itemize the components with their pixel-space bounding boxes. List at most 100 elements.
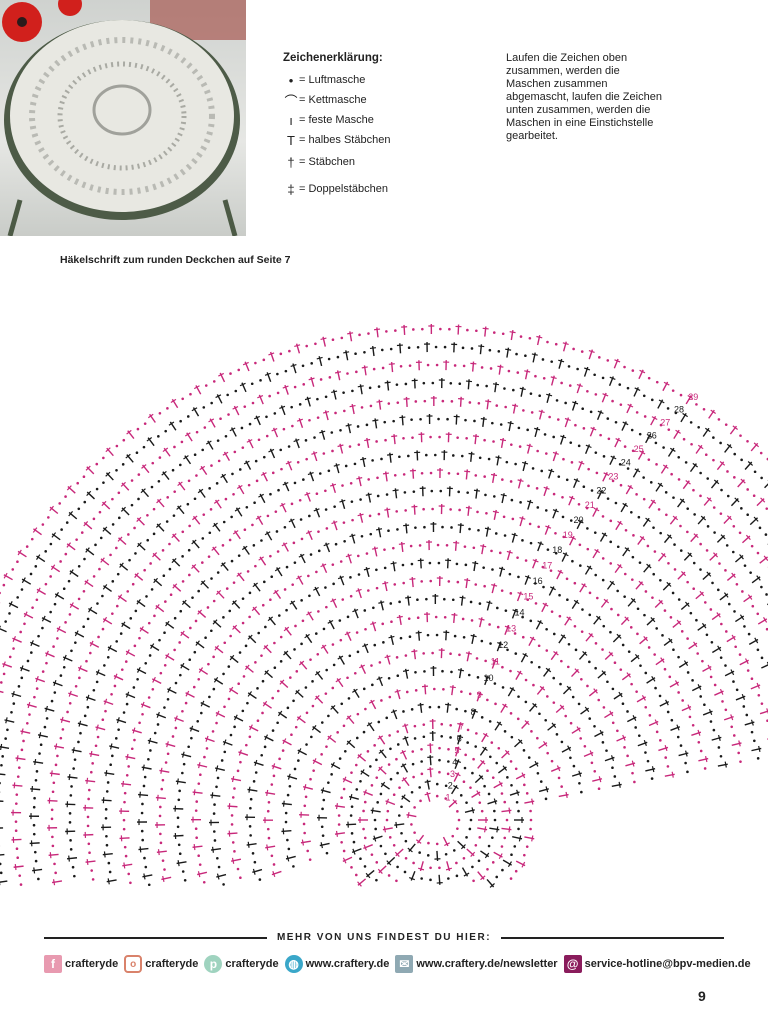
chain-dot <box>428 705 432 709</box>
chain-dot <box>49 575 52 578</box>
stitch-crossbar <box>372 419 379 422</box>
stitch-crossbar <box>113 673 118 680</box>
stitch-crossbar <box>120 506 126 512</box>
newsletter-link[interactable]: ✉www.craftery.de/newsletter <box>395 955 558 973</box>
chain-dot <box>229 634 232 638</box>
chain-dot <box>164 429 167 433</box>
chain-dot <box>408 635 412 639</box>
chain-dot <box>544 509 548 512</box>
chart-caption: Häkelschrift zum runden Deckchen auf Sei… <box>60 254 291 266</box>
chain-dot <box>317 530 320 533</box>
chain-dot <box>579 737 582 740</box>
stitch-crossbar <box>263 644 269 650</box>
chain-dot <box>367 589 370 592</box>
chain-dot <box>448 327 451 331</box>
chain-dot <box>20 748 24 752</box>
stitch-crossbar <box>211 792 214 799</box>
chain-dot <box>404 509 407 512</box>
chain-dot <box>39 743 43 746</box>
chain-dot <box>438 746 441 750</box>
chain-dot <box>647 376 651 380</box>
chain-dot <box>37 634 40 638</box>
chain-dot <box>378 661 382 664</box>
stitch-crossbar <box>320 563 327 568</box>
stitch-crossbar <box>357 881 362 887</box>
chain-dot <box>232 581 236 584</box>
stitch-crossbar <box>542 602 549 607</box>
chain-dot <box>30 651 33 654</box>
chain-dot <box>487 792 491 796</box>
stitch-crossbar <box>234 507 241 512</box>
chain-dot <box>528 522 532 526</box>
chain-dot <box>546 695 549 698</box>
chain-dot <box>647 458 651 461</box>
stitch-crossbar <box>277 710 283 717</box>
chain-dot <box>458 508 461 512</box>
chain-dot <box>149 749 152 752</box>
chain-dot <box>96 735 100 739</box>
stitch-crossbar <box>85 547 90 553</box>
chain-dot <box>104 709 107 713</box>
chain-dot <box>464 753 467 757</box>
chain-dot <box>342 849 346 853</box>
stitch-crossbar <box>148 737 152 744</box>
stitch-crossbar <box>368 699 375 704</box>
stitch-crossbar <box>763 555 768 561</box>
stitch-crossbar <box>33 867 36 874</box>
chain-dot <box>426 633 430 637</box>
stitch-crossbar <box>271 428 278 432</box>
chain-dot <box>420 877 423 880</box>
stitch-crossbar <box>374 328 381 331</box>
chain-dot <box>418 544 422 547</box>
chain-dot <box>745 713 749 717</box>
chain-dot <box>621 702 625 706</box>
stitch-crossbar <box>105 471 111 477</box>
stitch-crossbar <box>539 685 546 691</box>
chain-dot <box>527 756 531 759</box>
stitch-crossbar <box>687 704 691 711</box>
chain-dot <box>157 479 161 483</box>
chain-dot <box>132 686 136 689</box>
stitch-crossbar <box>231 775 235 783</box>
chain-dot <box>216 439 220 442</box>
chain-dot <box>438 435 441 439</box>
chain-dot <box>647 646 651 649</box>
round-number: 14 <box>515 608 525 618</box>
email-link[interactable]: @service-hotline@bpv-medien.de <box>563 955 751 973</box>
chain-dot <box>344 464 348 468</box>
chain-dot <box>570 461 574 464</box>
chain-dot <box>8 655 12 659</box>
facebook-icon: f <box>44 955 62 973</box>
chain-dot <box>747 632 751 636</box>
chain-dot <box>163 706 166 709</box>
chain-dot <box>146 513 149 517</box>
chain-dot <box>195 474 198 477</box>
chain-dot <box>114 737 118 740</box>
chain-dot <box>489 367 493 370</box>
chain-dot <box>474 583 478 586</box>
chain-dot <box>301 619 305 623</box>
chain-dot <box>49 610 52 614</box>
chain-dot <box>756 551 760 555</box>
chain-dot <box>342 787 346 791</box>
chain-dot <box>80 531 84 534</box>
chain-dot <box>77 507 81 511</box>
stitch-crossbar <box>104 698 108 705</box>
stitch-crossbar <box>493 798 497 805</box>
stitch-crossbar <box>51 532 57 538</box>
chain-dot <box>52 781 56 785</box>
chain-dot <box>485 511 488 515</box>
chain-dot <box>717 746 721 749</box>
chain-dot <box>127 533 130 536</box>
chain-dot <box>309 777 312 781</box>
website-link[interactable]: ◍www.craftery.de <box>284 955 389 973</box>
chain-dot <box>713 683 717 687</box>
chain-dot <box>673 568 677 571</box>
stitch-crossbar <box>155 604 160 610</box>
chain-dot <box>545 627 548 631</box>
chain-dot <box>474 843 478 847</box>
stitch-crossbar <box>308 377 315 381</box>
